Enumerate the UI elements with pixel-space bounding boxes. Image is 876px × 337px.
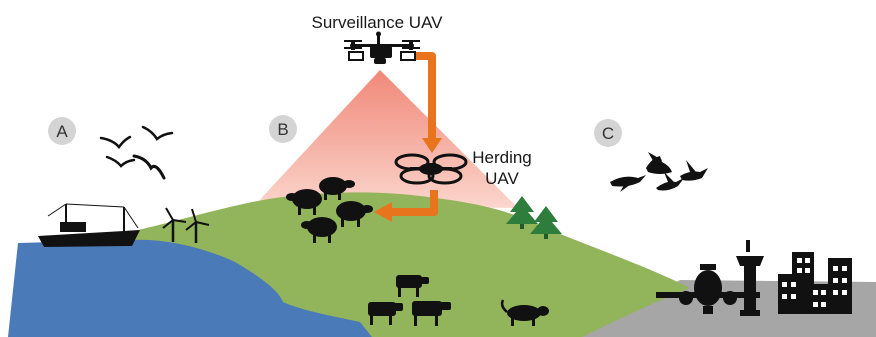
zone-marker-a: A	[48, 117, 76, 145]
herding-arrow	[374, 190, 438, 222]
surveillance-drone-icon	[344, 31, 420, 64]
zone-marker-c: C	[594, 119, 622, 147]
cow-icon	[412, 301, 451, 326]
bird-icon	[141, 125, 174, 141]
cow-icon	[368, 302, 403, 325]
pine-tree-icon	[530, 206, 562, 239]
cow-icon	[396, 275, 429, 297]
wind-turbine-icon	[162, 207, 187, 242]
tiger-icon	[500, 299, 549, 326]
goose-icon	[610, 175, 646, 192]
fishing-boat-icon	[38, 203, 140, 247]
control-tower-icon	[736, 240, 764, 316]
camera-cone	[255, 70, 518, 208]
sheep-icon	[286, 189, 322, 215]
command-arrow-down	[416, 52, 442, 153]
svg-text:B: B	[277, 120, 288, 139]
herding-uav-label-line1: Herding	[472, 148, 532, 167]
herding-uav-label-line2: UAV	[485, 169, 519, 188]
goose-icon	[646, 152, 672, 174]
wind-turbine-icon	[185, 208, 210, 243]
bird-icon	[132, 154, 166, 180]
airplane-icon	[656, 264, 760, 314]
bird-icon	[105, 155, 136, 168]
sheep-icon	[319, 177, 355, 200]
water	[8, 239, 372, 337]
surveillance-uav-label: Surveillance UAV	[311, 13, 443, 32]
pine-tree-icon	[506, 196, 538, 229]
city-buildings-icon	[778, 252, 852, 314]
bird-icon	[99, 135, 132, 150]
sheep-icon	[301, 217, 337, 243]
svg-text:A: A	[56, 122, 68, 141]
herding-drone-icon	[394, 153, 468, 185]
zone-marker-b: B	[269, 115, 297, 143]
sheep-icon	[336, 201, 373, 227]
svg-text:C: C	[602, 124, 614, 143]
goose-icon	[680, 160, 708, 181]
goose-icon	[656, 172, 684, 191]
